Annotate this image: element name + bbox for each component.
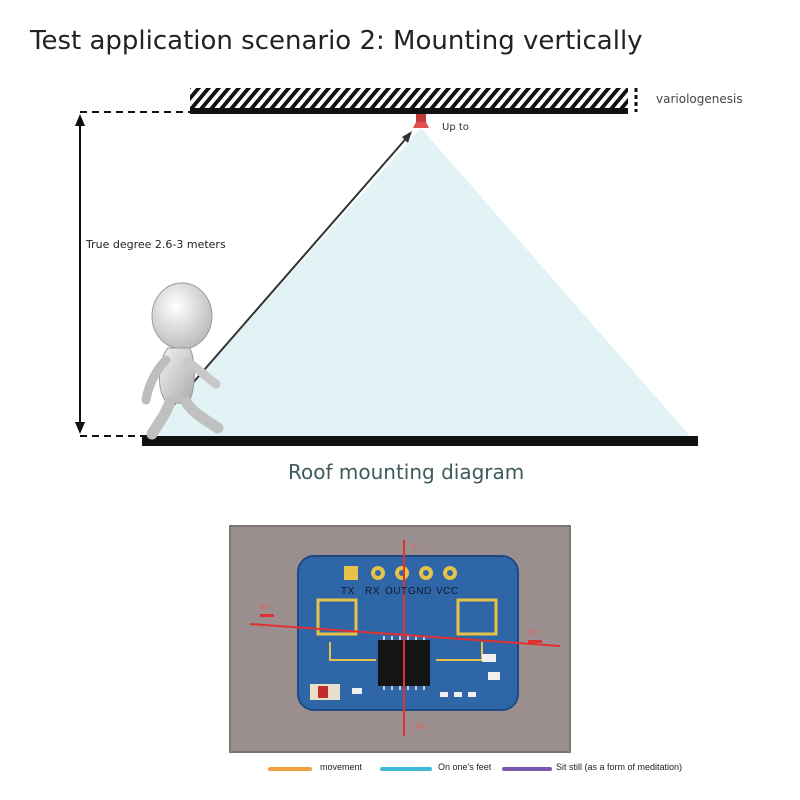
angle-right: 90°	[528, 630, 539, 637]
sensor-label: Up to	[442, 122, 469, 133]
legend-label-movement: movement	[320, 762, 363, 772]
legend-swatch-sitting	[502, 767, 552, 771]
pin-label-vcc: VCC	[436, 586, 459, 597]
detection-cone	[146, 128, 690, 436]
angle-bottom: 180°	[412, 724, 427, 731]
pin-label-tx: TX	[341, 586, 355, 597]
page-title: Test application scenario 2: Mounting ve…	[30, 26, 643, 56]
walking-person-icon	[141, 282, 224, 440]
diagram-caption: Roof mounting diagram	[288, 460, 525, 484]
height-label: True degree 2.6-3 meters	[86, 238, 226, 251]
ceiling-label: variologenesis	[656, 92, 743, 106]
legend-label-standing: On one's feet	[438, 762, 492, 772]
ceiling-hatch	[190, 88, 628, 108]
pcb-board	[297, 555, 519, 711]
legend-swatch-movement	[268, 767, 312, 771]
pin-label-rx: RX	[365, 586, 380, 597]
floor-line	[142, 436, 698, 446]
angle-top: 0°	[412, 544, 419, 551]
pin-label-gnd: GND	[408, 586, 432, 597]
sensor-icon	[413, 114, 429, 128]
pin-label-out: OUT	[385, 586, 408, 597]
legend-label-sitting: Sit still (as a form of meditation)	[556, 762, 683, 772]
sensor-board-photo	[229, 525, 571, 753]
legend-swatch-standing	[380, 767, 432, 771]
angle-left: 90°	[260, 604, 271, 611]
crosshair-horizontal	[249, 623, 561, 647]
height-arrow	[75, 114, 85, 434]
